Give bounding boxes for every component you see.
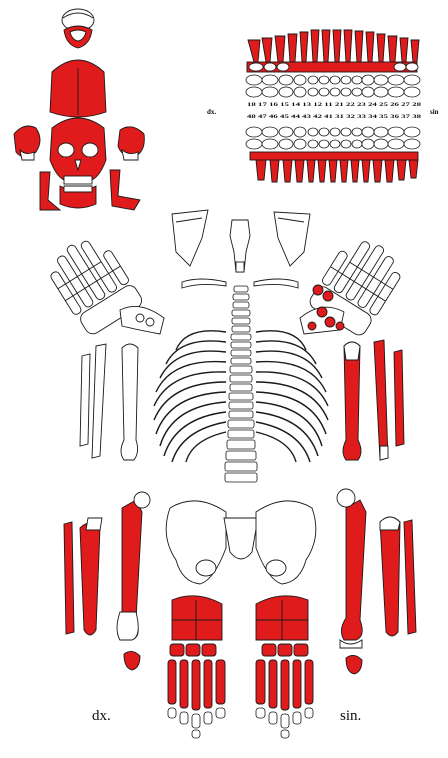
upper-crowns [246, 62, 420, 97]
patella-right [124, 651, 140, 670]
arm-left-bones [343, 340, 404, 460]
tibia-left [380, 517, 400, 636]
fibula-right [64, 522, 74, 634]
dental-side-right: dx. [207, 108, 216, 116]
radius-right [80, 354, 90, 446]
os-coxae-left [256, 501, 316, 584]
tibia-right [80, 523, 100, 635]
sacrum [224, 518, 258, 559]
humerus-right [121, 344, 138, 460]
patella-left [346, 655, 362, 674]
mandible-ramus-left [110, 170, 140, 210]
arm-right-bones [80, 344, 138, 460]
os-coxae-right [166, 501, 226, 584]
hand-left [300, 229, 409, 338]
ulna-right [92, 344, 106, 458]
shoulder-girdle [172, 210, 310, 288]
radius-left [394, 350, 404, 446]
lower-teeth-roots [250, 152, 418, 182]
ribs-right [154, 331, 226, 462]
ribs-left [256, 331, 328, 462]
dental-side-left: sin [430, 108, 439, 116]
foot-left [256, 596, 313, 738]
lower-tooth-numbers: 48 47 46 45 44 43 42 41 31 32 33 34 35 3… [247, 114, 422, 120]
cranium-group [14, 9, 144, 210]
hand-right [42, 228, 164, 338]
upper-tooth-numbers: 18 17 16 15 14 13 12 11 21 22 23 24 25 2… [247, 102, 422, 108]
pelvis [166, 501, 316, 584]
vertebral-column [225, 286, 257, 482]
label-left-side: sin. [340, 708, 361, 724]
skull-vertex-view [62, 9, 94, 48]
lower-crowns [246, 127, 420, 149]
skull-frontal-view [50, 118, 106, 208]
foot-right [168, 596, 225, 738]
scapula-right [172, 210, 208, 266]
clavicle-right [182, 279, 226, 288]
clavicle-left [254, 279, 298, 288]
upper-teeth-roots [248, 30, 419, 62]
fibula-left [404, 520, 416, 634]
dental-chart: dx. sin 18 17 16 15 14 13 12 11 21 22 23… [207, 30, 439, 182]
leg-left-bones [337, 489, 416, 674]
mandible-ramus-right [40, 172, 60, 210]
femur-left [341, 500, 366, 640]
label-right-side: dx. [92, 708, 111, 724]
temporal-bone-right [14, 126, 40, 157]
leg-right-bones [64, 492, 150, 670]
ulna-left [374, 340, 388, 460]
